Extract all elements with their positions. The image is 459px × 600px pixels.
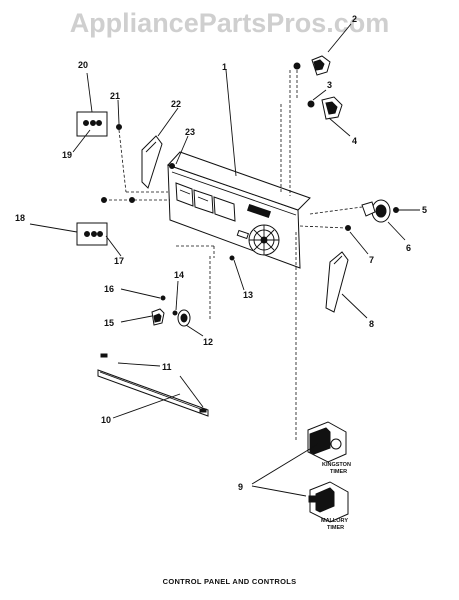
callout-9: 9 bbox=[238, 482, 243, 492]
plate-part-20 bbox=[76, 111, 108, 137]
screw-part-13 bbox=[229, 255, 235, 261]
clip-part-11-b bbox=[199, 408, 207, 413]
side-bracket-right-part-8 bbox=[325, 251, 349, 313]
screw-part-23 bbox=[169, 163, 175, 169]
callout-5: 5 bbox=[422, 205, 427, 215]
panel-dial bbox=[248, 224, 280, 256]
callout-22: 22 bbox=[171, 99, 181, 109]
callout-16: 16 bbox=[104, 284, 114, 294]
callout-8: 8 bbox=[369, 319, 374, 329]
kingston-label-2: TIMER bbox=[330, 469, 347, 475]
callout-10: 10 bbox=[101, 415, 111, 425]
diagram-caption: CONTROL PANEL AND CONTROLS bbox=[162, 577, 297, 586]
callout-12: 12 bbox=[203, 337, 213, 347]
callout-19: 19 bbox=[62, 150, 72, 160]
pin-part-16 bbox=[160, 295, 166, 301]
watermark: AppliancePartsPros.com bbox=[69, 8, 390, 38]
mallory-timer bbox=[308, 481, 349, 523]
callout-7: 7 bbox=[369, 255, 374, 265]
clip-part-11-a bbox=[100, 353, 108, 358]
selector-part-12 bbox=[177, 309, 191, 327]
callout-11: 11 bbox=[162, 362, 172, 372]
screw-part-5 bbox=[393, 207, 399, 213]
callout-20: 20 bbox=[78, 60, 88, 70]
bracket-part-10 bbox=[97, 369, 209, 417]
mallory-label-2: TIMER bbox=[327, 525, 344, 531]
callout-14: 14 bbox=[174, 270, 184, 280]
callout-18: 18 bbox=[15, 213, 25, 223]
callout-23: 23 bbox=[185, 127, 195, 137]
kingston-timer bbox=[307, 421, 347, 463]
switch-part-6 bbox=[361, 199, 391, 223]
screw-part-7 bbox=[345, 225, 351, 231]
knob-part-15 bbox=[151, 308, 165, 326]
washer-part-14 bbox=[172, 310, 178, 316]
knob-part-4 bbox=[307, 96, 343, 120]
callout-2: 2 bbox=[352, 14, 357, 24]
plate-part-18 bbox=[76, 222, 108, 246]
callout-21: 21 bbox=[110, 91, 120, 101]
callout-3: 3 bbox=[327, 80, 332, 90]
knob-part-2 bbox=[293, 55, 331, 76]
control-panel bbox=[167, 151, 311, 269]
kingston-label-1: KINGSTON bbox=[322, 462, 351, 468]
callout-13: 13 bbox=[243, 290, 253, 300]
callout-1: 1 bbox=[222, 62, 227, 72]
side-bracket-left-part-22 bbox=[141, 135, 163, 189]
callout-17: 17 bbox=[114, 256, 124, 266]
mallory-label-1: MALLORY bbox=[321, 518, 348, 524]
callout-4: 4 bbox=[352, 136, 357, 146]
callout-15: 15 bbox=[104, 318, 114, 328]
callout-6: 6 bbox=[406, 243, 411, 253]
screw-part-21 bbox=[116, 124, 122, 130]
